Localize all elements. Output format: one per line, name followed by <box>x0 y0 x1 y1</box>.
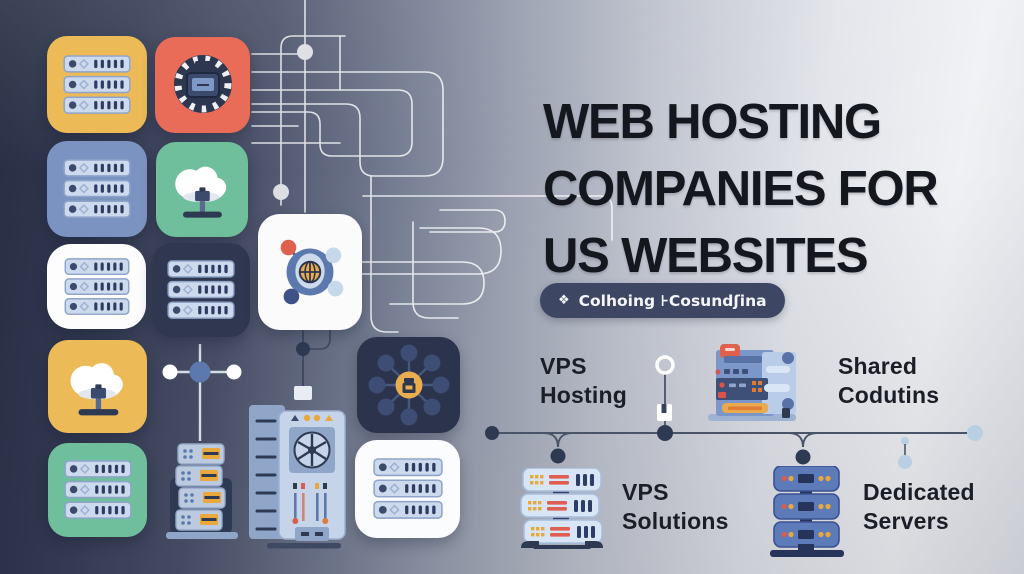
tower-server <box>249 393 351 558</box>
page-title: WEB HOSTING COMPANIES FOR US WEBSITES <box>543 89 939 290</box>
title-line-2: COMPANIES FOR <box>543 161 939 216</box>
timeline-branch-dot-dedicated <box>795 449 811 465</box>
hub-network-icon <box>368 344 449 426</box>
server-rack-icon <box>63 258 131 316</box>
server-rack-icon <box>167 260 235 320</box>
title-line-1: WEB HOSTING <box>543 94 882 149</box>
server-rack-icon <box>64 460 132 520</box>
label-line: VPS <box>622 479 669 505</box>
tile-hub-network-navy <box>357 337 460 433</box>
timeline-end-dot <box>967 425 983 441</box>
cloud-stand-icon <box>164 157 240 223</box>
tile-server-rack-white-2 <box>355 440 460 538</box>
tile-cloud-green <box>156 142 248 237</box>
vps-solutions-rack <box>519 467 605 557</box>
tile-server-rack-green <box>48 443 147 537</box>
brand-badge: ❖ Colhoing ⊦Cosundʃina <box>540 283 785 318</box>
timeline-start-dot <box>485 426 499 440</box>
diamond-icon: ❖ <box>558 293 570 308</box>
dedicated-servers-rack <box>770 465 844 563</box>
tile-globe-network-white <box>258 214 362 330</box>
tile-server-rack-blue <box>47 141 147 237</box>
node-label-vps-hosting: VPS Hosting <box>540 352 627 410</box>
cross-node <box>162 344 242 441</box>
timeline-ring-marker <box>655 355 675 375</box>
tile-server-rack-yellow <box>47 36 147 133</box>
tile-cloud-yellow <box>48 340 147 433</box>
timeline-center-dot <box>657 425 673 441</box>
label-line: Dedicated <box>863 479 975 505</box>
node-label-dedicated-servers: Dedicated Servers <box>863 478 975 536</box>
cpu-chip-gear-icon <box>173 55 232 113</box>
timeline-branch-dot-vps <box>550 448 566 464</box>
tile-connector <box>294 330 331 400</box>
label-line: Solutions <box>622 508 729 534</box>
node-label-vps-solutions: VPS Solutions <box>622 478 729 536</box>
brand-badge-text: Colhoing ⊦Cosundʃina <box>578 291 767 310</box>
node-label-shared-codutins: Shared Codutins <box>838 352 939 410</box>
label-line: VPS <box>540 353 587 379</box>
timeline-light-dot <box>898 455 912 469</box>
tile-server-rack-navy <box>152 243 250 337</box>
mini-server-stack <box>164 440 240 547</box>
label-line: Hosting <box>540 382 627 408</box>
title-line-3: US WEBSITES <box>543 228 869 283</box>
shared-hosting-cabinet <box>704 342 800 431</box>
globe-network-icon <box>280 239 344 305</box>
label-line: Servers <box>863 508 949 534</box>
tile-cpu-gear-red <box>155 37 250 133</box>
server-rack-icon <box>373 458 443 520</box>
label-line: Codutins <box>838 382 940 408</box>
server-rack-icon <box>63 159 131 219</box>
tile-server-rack-white <box>47 244 146 329</box>
server-rack-icon <box>63 55 131 115</box>
timeline-square-marker <box>657 404 672 421</box>
label-line: Shared <box>838 353 918 379</box>
cloud-stand-icon <box>59 353 137 421</box>
